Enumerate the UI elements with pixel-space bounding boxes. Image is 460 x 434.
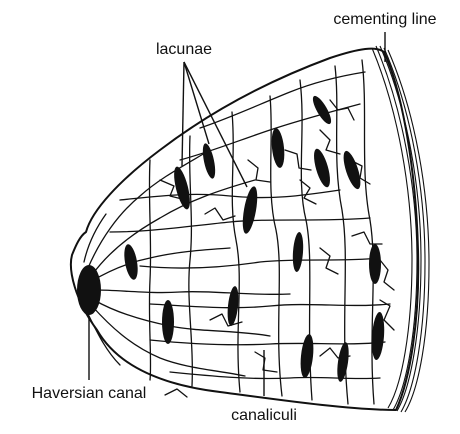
label-cementing-line: cementing line	[333, 11, 436, 28]
lacuna	[340, 149, 364, 191]
lacuna	[310, 94, 335, 127]
label-haversian-canal: Haversian canal	[32, 385, 147, 402]
lacuna	[292, 232, 305, 273]
lacuna	[335, 341, 350, 382]
leader-lines	[89, 32, 385, 396]
lacuna	[369, 244, 381, 284]
label-lacunae: lacunae	[156, 41, 212, 58]
lacuna	[122, 243, 140, 281]
lacuna	[240, 185, 260, 234]
lacuna	[311, 147, 334, 189]
lacunae-group	[122, 94, 386, 383]
lacuna	[162, 300, 174, 344]
haversian-canal	[77, 265, 101, 315]
label-canaliculi: canaliculi	[231, 407, 297, 424]
lacuna	[200, 142, 217, 179]
lacuna	[270, 127, 286, 168]
lacuna	[299, 333, 316, 378]
